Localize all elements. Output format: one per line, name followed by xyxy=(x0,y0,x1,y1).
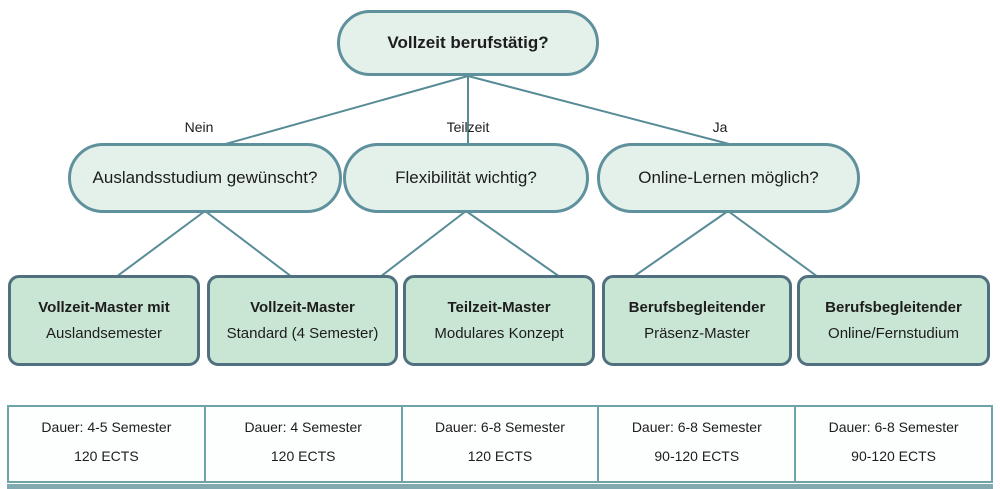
details-table: Dauer: 4-5 Semester 120 ECTS Dauer: 4 Se… xyxy=(7,405,993,483)
branch-label-nein: Nein xyxy=(184,119,214,135)
branch-label-ja: Ja xyxy=(712,119,728,135)
decision-node-auslandsstudium: Auslandsstudium gewünscht? xyxy=(68,143,342,213)
outcome-box-berufsbegleitend-online: Berufsbegleitender Online/Fernstudium xyxy=(797,275,990,366)
decision-node-root-label: Vollzeit berufstätig? xyxy=(387,33,549,52)
details-cell: Dauer: 6-8 Semester 90-120 ECTS xyxy=(796,407,991,481)
decision-node-auslandsstudium-label: Auslandsstudium gewünscht? xyxy=(92,168,318,187)
decision-node-online-lernen-label: Online-Lernen möglich? xyxy=(638,168,819,187)
outcome-box-vollzeit-auslandsemester: Vollzeit-Master mit Auslandsemester xyxy=(8,275,200,366)
decision-node-online-lernen: Online-Lernen möglich? xyxy=(597,143,860,213)
detail-ects: 120 ECTS xyxy=(270,448,336,464)
outcome-subtitle: Modulares Konzept xyxy=(434,325,564,342)
detail-ects: 90-120 ECTS xyxy=(851,448,936,464)
detail-ects: 120 ECTS xyxy=(74,448,139,464)
details-cell: Dauer: 4-5 Semester 120 ECTS xyxy=(9,407,206,481)
detail-ects: 90-120 ECTS xyxy=(654,448,740,464)
details-cell: Dauer: 6-8 Semester 90-120 ECTS xyxy=(599,407,797,481)
detail-duration: Dauer: 6-8 Semester xyxy=(631,419,762,435)
decision-node-flexibilitaet-label: Flexibilität wichtig? xyxy=(395,168,537,187)
outcome-title: Berufsbegleitender xyxy=(825,299,962,316)
outcome-subtitle: Standard (4 Semester) xyxy=(226,325,379,342)
footer-accent-bar xyxy=(7,484,993,489)
details-cell: Dauer: 4 Semester 120 ECTS xyxy=(206,407,403,481)
decision-node-flexibilitaet: Flexibilität wichtig? xyxy=(343,143,589,213)
outcome-box-berufsbegleitend-praesenz: Berufsbegleitender Präsenz-Master xyxy=(602,275,792,366)
outcome-subtitle: Präsenz-Master xyxy=(644,325,750,342)
detail-duration: Dauer: 6-8 Semester xyxy=(435,419,565,435)
outcome-box-teilzeit-modular: Teilzeit-Master Modulares Konzept xyxy=(403,275,595,366)
detail-duration: Dauer: 4-5 Semester xyxy=(41,419,172,435)
branch-label-teilzeit: Teilzeit xyxy=(446,119,490,135)
outcome-subtitle: Auslandsemester xyxy=(46,325,162,342)
details-cell: Dauer: 6-8 Semester 120 ECTS xyxy=(403,407,600,481)
outcome-box-vollzeit-standard: Vollzeit-Master Standard (4 Semester) xyxy=(207,275,398,366)
outcome-title: Berufsbegleitender xyxy=(628,299,766,316)
outcome-title: Vollzeit-Master xyxy=(250,299,355,316)
decision-node-root: Vollzeit berufstätig? xyxy=(337,10,599,76)
detail-duration: Dauer: 4 Semester xyxy=(244,419,362,435)
outcome-title: Teilzeit-Master xyxy=(447,299,551,316)
outcome-subtitle: Online/Fernstudium xyxy=(828,325,959,342)
detail-ects: 120 ECTS xyxy=(467,448,533,464)
detail-duration: Dauer: 6-8 Semester xyxy=(828,419,959,435)
outcome-title: Vollzeit-Master mit xyxy=(38,299,170,316)
